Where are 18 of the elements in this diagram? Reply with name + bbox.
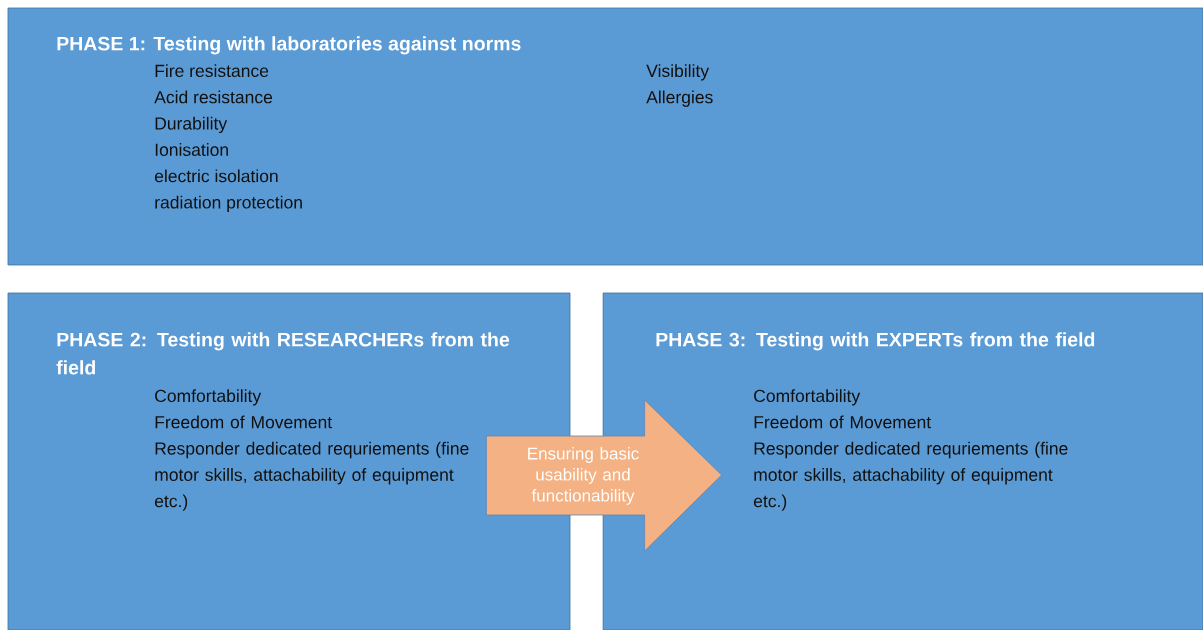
list-item: Responder dedicated requriements (fine motor skills, attachability of equipment etc.): [753, 441, 1068, 511]
list-item: Responder dedicated requriements (fine motor skills, attachability of equipment etc.): [154, 441, 469, 511]
list-item: Ionisation: [155, 143, 228, 156]
list-item: Freedom of Movement: [754, 415, 932, 429]
list-item: Acid resistance: [154, 90, 273, 104]
edge-label: Ensuring basic usability and functionability: [516, 446, 650, 506]
list-item: Comfortability: [754, 389, 861, 406]
list-item: Visibility: [646, 64, 710, 81]
phase-heading: PHASE 3: Testing with EXPERTs from the field: [656, 332, 1095, 351]
list-item: Allergies: [646, 90, 713, 107]
list-item: Comfortability: [155, 389, 262, 406]
list-item: Freedom of Movement: [155, 415, 333, 429]
list-item: Durability: [155, 116, 228, 134]
list-item: radiation protection: [155, 195, 302, 212]
list-item: electric isolation: [154, 169, 278, 183]
list-item: Fire resistance: [155, 64, 269, 78]
phase-heading: PHASE 2: Testing with RESEARCHERs from the field: [56, 332, 510, 375]
phase-heading: PHASE 1: Testing with laboratories against norms: [57, 36, 521, 55]
